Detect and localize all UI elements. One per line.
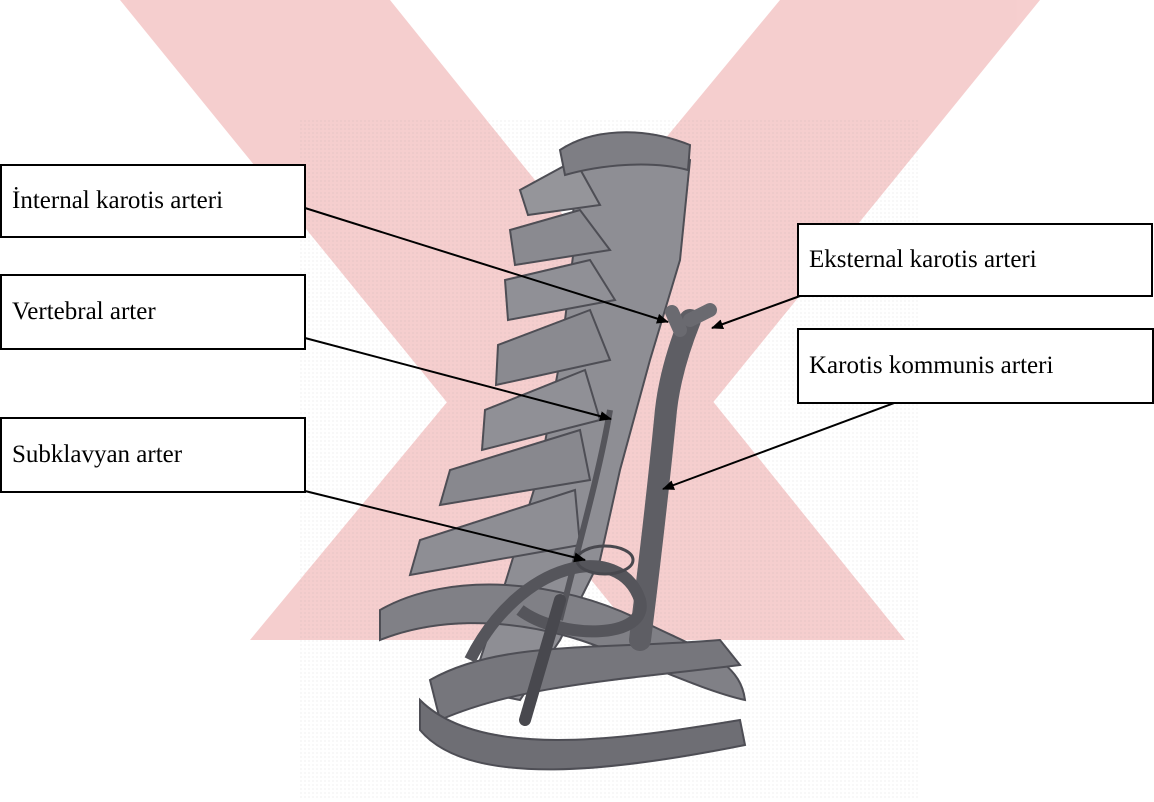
internal-carotid-vessel bbox=[672, 312, 680, 330]
label-common-carotid: Karotis kommunis arteri bbox=[797, 328, 1154, 404]
label-subclavian: Subklavyan arter bbox=[0, 417, 306, 493]
label-internal-carotid: İnternal karotis arteri bbox=[0, 164, 306, 238]
external-carotid-vessel bbox=[690, 310, 710, 320]
label-external-carotid: Eksternal karotis arteri bbox=[797, 223, 1153, 297]
label-vertebral: Vertebral arter bbox=[0, 274, 306, 350]
